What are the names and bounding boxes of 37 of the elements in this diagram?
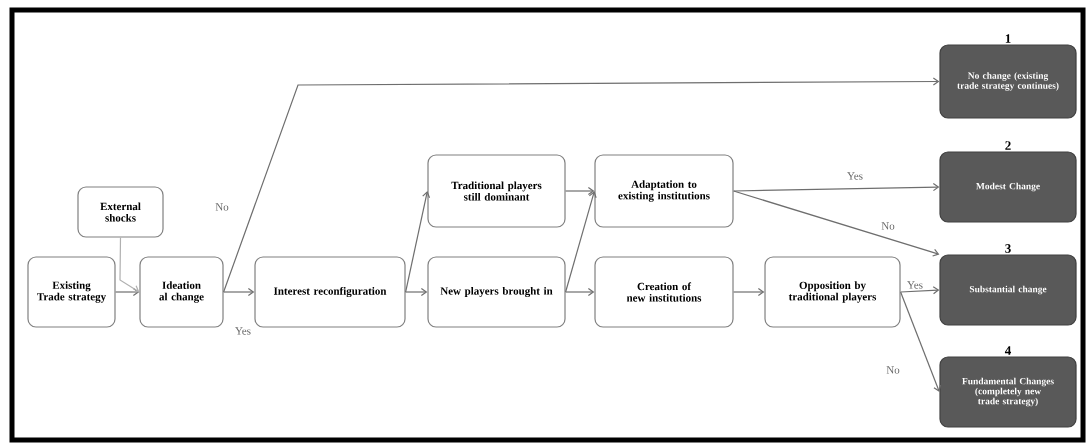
- outcome-box: Substantial change: [939, 254, 1077, 326]
- process-box: Interest reconfiguration: [254, 256, 406, 328]
- step-number: 2: [1005, 141, 1011, 150]
- process-box: Traditional players still dominant: [427, 154, 566, 228]
- arrow: [405, 191, 431, 293]
- step-number: 3: [1005, 244, 1011, 253]
- arrow: [119, 237, 140, 293]
- process-box: External shocks: [77, 186, 164, 238]
- process-box: New players brought in: [427, 256, 566, 328]
- edge-label: Yes: [906, 280, 924, 290]
- step-number: 1: [1005, 34, 1011, 43]
- arrow: [223, 77, 940, 293]
- arrow: [565, 186, 595, 196]
- process-box: Existing Trade strategy: [27, 256, 116, 328]
- edge-label: No: [880, 221, 896, 231]
- edge-label: No: [885, 365, 901, 375]
- arrow: [900, 291, 942, 392]
- process-box: Opposition by traditional players: [764, 256, 901, 328]
- arrow: [223, 287, 255, 297]
- process-box: Ideation al change: [139, 256, 224, 328]
- process-box: Adaptation to existing institutions: [594, 154, 734, 228]
- outcome-box: Fundamental Changes (completely new trade strategy): [939, 356, 1077, 428]
- arrow: [405, 287, 428, 297]
- edge-label: Yes: [846, 171, 864, 181]
- arrow: [733, 183, 940, 192]
- arrow: [565, 287, 595, 297]
- process-box: Creation of new institutions: [594, 256, 734, 328]
- outcome-box: Modest Change: [939, 151, 1077, 223]
- arrow: [900, 286, 940, 295]
- arrow: [733, 190, 940, 257]
- edge-label: Yes: [234, 326, 252, 336]
- outcome-box: No change (existing trade strategy continues): [939, 44, 1077, 119]
- arrow: [115, 287, 140, 297]
- step-number: 4: [1004, 346, 1011, 355]
- arrow: [565, 191, 597, 293]
- edge-label: No: [214, 202, 230, 212]
- arrow: [733, 287, 765, 297]
